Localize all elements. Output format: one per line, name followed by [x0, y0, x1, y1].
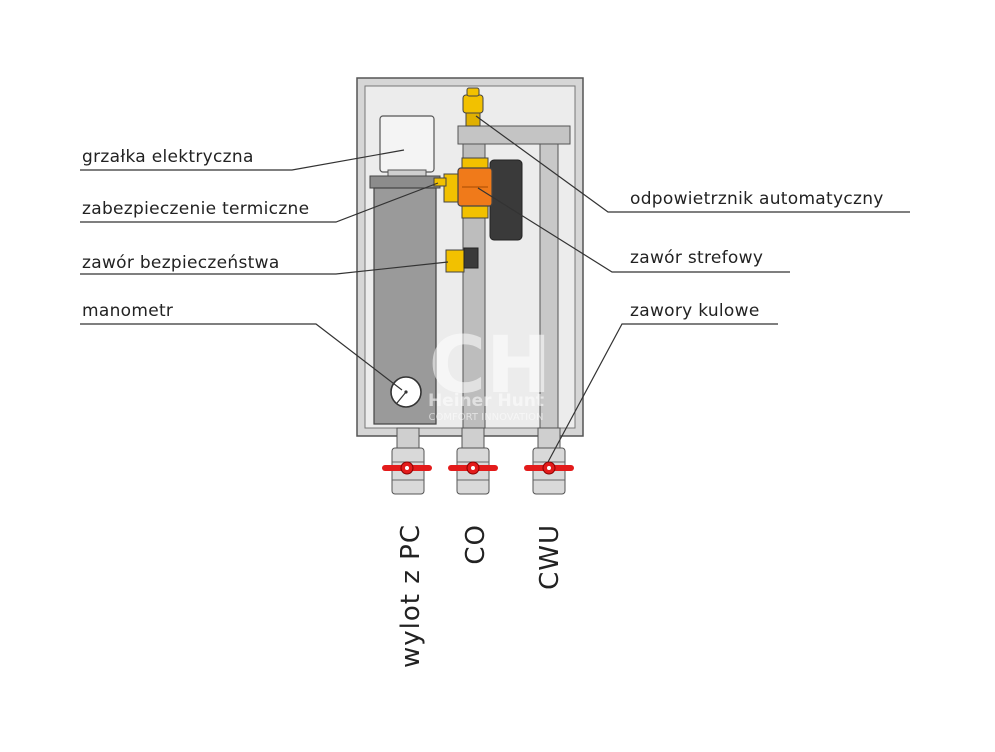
label-outlet-co: CO [461, 524, 491, 565]
label-outlet-cwu: CWU [535, 524, 565, 590]
leader-safety-valve [80, 261, 449, 275]
top-manifold [457, 125, 571, 145]
zone-valve-actuator [489, 159, 523, 241]
svg-text:COMFORT INNOVATION: COMFORT INNOVATION [429, 412, 544, 423]
manometer-gauge [390, 376, 422, 408]
thermal-protection [433, 177, 447, 187]
leader-manometer [80, 323, 403, 391]
svg-text:CH: CH [429, 321, 552, 411]
leader-zone-valve [477, 187, 790, 273]
label-manometer: manometr [82, 301, 173, 321]
heater-head [379, 115, 435, 173]
leader-ball-valves [547, 323, 778, 463]
leader-air-vent [475, 115, 910, 213]
ball-valve-cwu [524, 427, 574, 495]
label-air-vent: odpowietrznik automatyczny [630, 189, 884, 209]
watermark-logo: CH Heiner Hunt COMFORT INNOVATION [428, 321, 551, 423]
label-ball-valves: zawory kulowe [630, 301, 760, 321]
air-vent-icon [462, 87, 484, 127]
safety-valve [445, 247, 479, 273]
label-safety-valve: zawór bezpieczeństwa [82, 253, 280, 273]
label-thermal-protection: zabezpieczenie termiczne [82, 199, 309, 219]
svg-text:Heiner Hunt: Heiner Hunt [428, 391, 544, 411]
ball-valve-pc [382, 427, 432, 495]
ball-valve-co [448, 427, 498, 495]
leader-thermal [80, 182, 439, 223]
label-zone-valve: zawór strefowy [630, 248, 763, 268]
label-heater: grzałka elektryczna [82, 147, 254, 167]
label-outlet-pc: wylot z PC [396, 524, 426, 668]
leader-heater [80, 149, 405, 171]
